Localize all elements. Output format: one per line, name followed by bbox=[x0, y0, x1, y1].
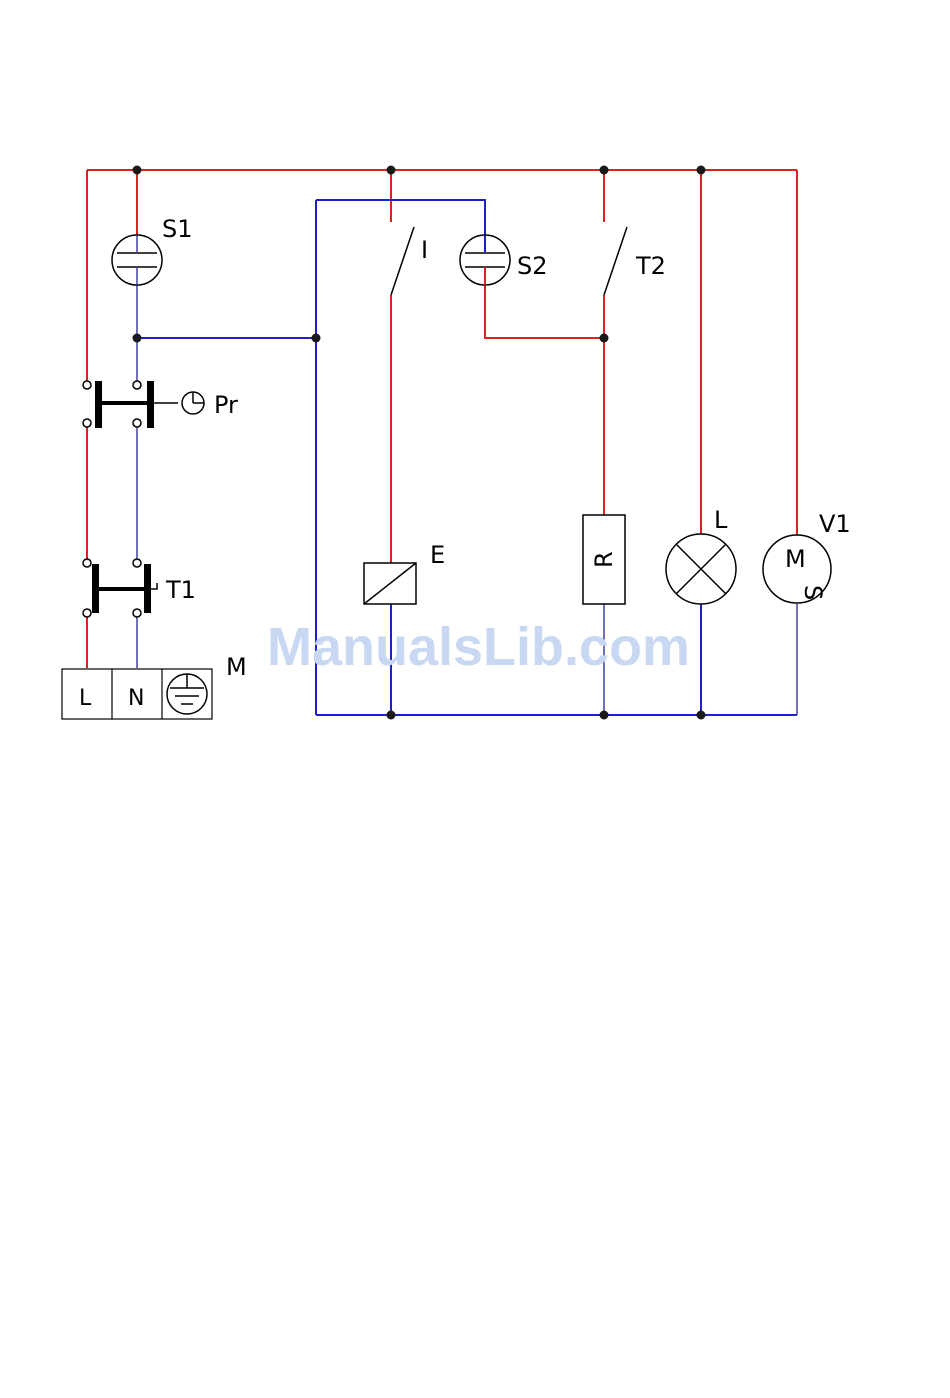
t1-thermostat bbox=[83, 559, 157, 617]
s1-label: S1 bbox=[162, 215, 193, 243]
r-label: R bbox=[590, 551, 618, 568]
t1-label: T1 bbox=[165, 576, 196, 604]
clock-icon bbox=[182, 392, 204, 414]
m-label: M bbox=[226, 653, 247, 681]
v1-label: V1 bbox=[819, 510, 851, 538]
s2-label: S2 bbox=[517, 252, 548, 280]
motor-s-label: S bbox=[799, 585, 827, 600]
pr-timer-switch bbox=[83, 381, 178, 428]
pr-label: Pr bbox=[214, 391, 238, 419]
s1-indicator-lamp bbox=[112, 235, 162, 285]
earth-ground-icon bbox=[167, 674, 207, 714]
terminal-l-label: L bbox=[79, 686, 92, 711]
e-solenoid-valve bbox=[364, 563, 416, 604]
t2-thermostat-switch bbox=[604, 227, 627, 295]
i-label: I bbox=[421, 236, 428, 264]
i-main-switch bbox=[391, 227, 414, 295]
motor-m-label: M bbox=[785, 545, 806, 573]
e-label: E bbox=[430, 541, 445, 569]
s2-indicator-lamp bbox=[460, 235, 510, 285]
lamp-cross-icon bbox=[666, 534, 736, 604]
l-label: L bbox=[714, 506, 728, 534]
watermark: ManualsLib.com bbox=[267, 617, 690, 677]
terminal-n-label: N bbox=[128, 686, 144, 711]
t2-label: T2 bbox=[635, 252, 666, 280]
